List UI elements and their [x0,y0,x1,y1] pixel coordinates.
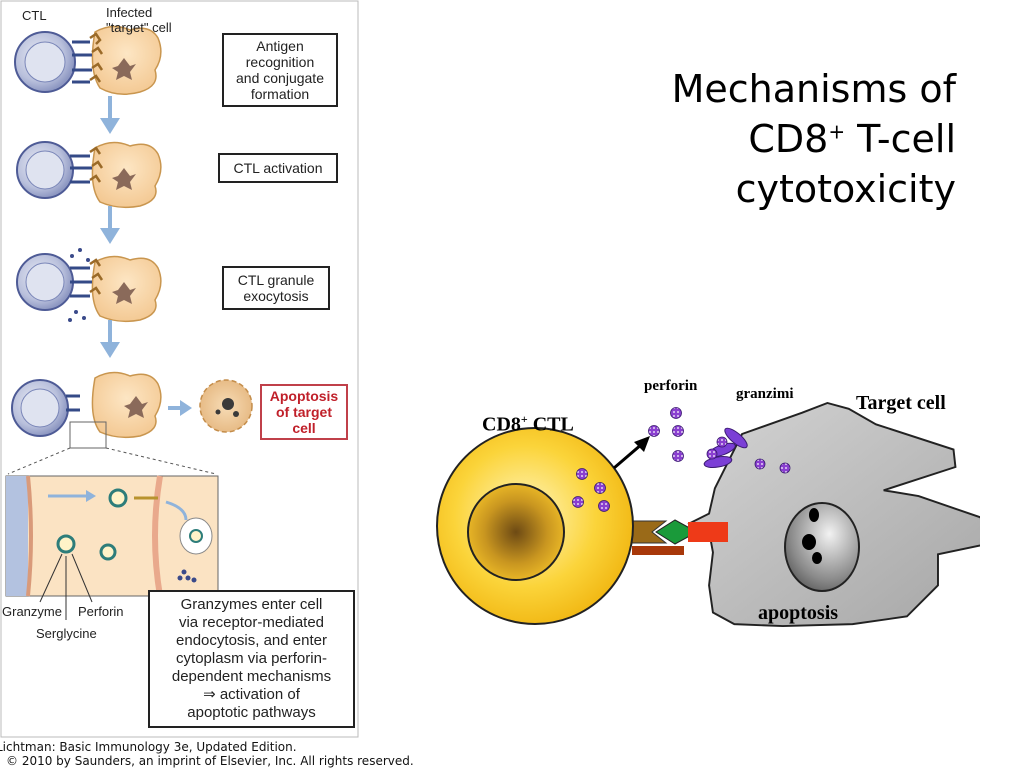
ctl-text: CTL [527,413,574,436]
ctl-nucleus [467,483,565,581]
perforin-text: perforin [644,378,698,394]
coreceptor-bar [632,546,684,555]
title-line-3: cytotoxicity [735,167,956,211]
slide-title: Mechanisms of CD8+ T-cell cytotoxicity [536,64,956,214]
step-apoptosis-of-target-cell: Apoptosis of target cell [260,384,348,440]
infected-target-cell-label: Infected "target" cell [106,5,172,35]
granzyme-label: Granzyme [2,604,62,619]
cd8-text: CD8 [482,413,521,436]
title-line-1: Mechanisms of [671,67,956,111]
granzimi-text: granzimi [736,386,794,402]
copyright-line-2: © 2010 by Saunders, an imprint of Elsevi… [6,754,414,768]
apoptosis-label: apoptosis [758,602,839,624]
perforin-granules [648,407,684,462]
left-figure-artwork [0,0,359,738]
mhc-molecule [688,522,728,542]
stage-1-cells [14,25,162,95]
granzyme-molecules [703,427,791,474]
serglycine-label: Serglycine [36,626,97,641]
title-plus: + [828,119,846,144]
ctl-target-diagram: CD8+ CTL perforin granzimi Target cell a… [420,370,980,660]
title-line-2: CD8+ T-cell [536,114,956,164]
copyright-line-1: Lichtman: Basic Immunology 3e, Updated E… [0,740,297,754]
cd8-plus: + [520,412,528,426]
stage-2-cells [16,141,162,209]
title-cd8: CD8 [748,117,829,161]
target-nucleus [784,502,860,592]
left-figure: CTL Infected "target" cell Antigen recog… [0,0,360,738]
zoom-inset [5,475,219,620]
release-arrow [613,442,643,470]
stage-4-cells [11,371,253,449]
target-cell-label: Target cell [856,392,946,414]
ctl-label: CTL [22,8,47,23]
stage-3-cells [16,248,162,323]
step-granule-exocytosis: CTL granule exocytosis [222,266,330,310]
cd8-ctl-label: CD8+ CTL [482,412,574,437]
ctl-target-artwork [436,401,980,628]
title-tcell: T-cell [845,117,956,161]
perforin-label: Perforin [78,604,124,619]
ctl-granules [572,468,610,512]
step-ctl-activation: CTL activation [218,153,338,183]
mechanism-caption: Granzymes enter cell via receptor-mediat… [148,590,355,728]
step-antigen-recognition: Antigen recognition and conjugate format… [222,33,338,107]
